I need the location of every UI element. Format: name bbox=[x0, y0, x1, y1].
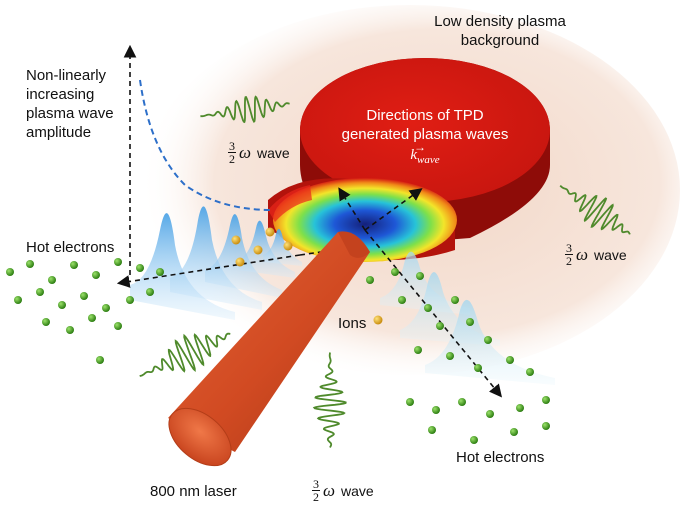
electron-particle bbox=[542, 396, 550, 404]
ion-particle bbox=[253, 245, 263, 255]
directions-line-2: generated plasma waves bbox=[341, 126, 509, 143]
ion-particle bbox=[373, 315, 383, 325]
electron-particle bbox=[416, 272, 424, 280]
electron-particle bbox=[366, 276, 374, 284]
electron-particle bbox=[526, 368, 534, 376]
wave-label-bottom-num: 3 bbox=[312, 477, 320, 491]
target-disk bbox=[268, 58, 550, 262]
electron-particle bbox=[414, 346, 422, 354]
electron-particle bbox=[391, 268, 399, 276]
electron-particle bbox=[80, 292, 88, 300]
electron-particle bbox=[70, 261, 78, 269]
wave-label-right-word: wave bbox=[594, 246, 627, 263]
wave-label-top-num: 3 bbox=[228, 139, 236, 153]
ion-particles bbox=[231, 227, 383, 325]
electron-particle bbox=[92, 271, 100, 279]
electron-particle bbox=[398, 296, 406, 304]
directions-line-1: Directions of TPD bbox=[366, 107, 484, 124]
wave-label-right-omega: ω bbox=[576, 244, 589, 264]
electron-particle bbox=[48, 276, 56, 284]
wave-label-right-num: 3 bbox=[565, 241, 573, 255]
amplitude-line-4: amplitude bbox=[26, 124, 92, 141]
electron-particle bbox=[114, 258, 122, 266]
plasma-background-label: Low density plasma background bbox=[420, 12, 580, 50]
wave-packet-left bbox=[139, 332, 231, 377]
laser-end-cap bbox=[168, 407, 232, 467]
wave-packet-top bbox=[200, 95, 290, 124]
electron-particle bbox=[446, 352, 454, 360]
electron-particle bbox=[96, 356, 104, 364]
ions-label: Ions bbox=[338, 315, 367, 332]
three-halves-omega-waves bbox=[139, 95, 631, 448]
electron-particle bbox=[466, 318, 474, 326]
electron-particle bbox=[436, 322, 444, 330]
electron-particle bbox=[156, 268, 164, 276]
k-wave-symbol: → kwave bbox=[410, 140, 440, 166]
electron-particle bbox=[406, 398, 414, 406]
electron-particle bbox=[506, 356, 514, 364]
wave-label-bottom-omega: ω bbox=[323, 480, 336, 500]
electron-particle bbox=[88, 314, 96, 322]
electron-particle bbox=[516, 404, 524, 412]
wave-label-right-den: 2 bbox=[566, 254, 572, 268]
hot-electrons-left-label: Hot electrons bbox=[26, 239, 115, 256]
electron-particle bbox=[66, 326, 74, 334]
electron-particle bbox=[451, 296, 459, 304]
laser-label: 800 nm laser bbox=[150, 483, 237, 500]
electron-particle bbox=[126, 296, 134, 304]
electron-particle bbox=[36, 288, 44, 296]
electron-particle bbox=[102, 304, 110, 312]
k-symbol: k bbox=[410, 147, 418, 163]
hot-electron-particles bbox=[6, 258, 550, 444]
ion-particle bbox=[283, 241, 293, 251]
electron-particle bbox=[146, 288, 154, 296]
wave-packet-bottom bbox=[312, 352, 347, 448]
electron-particle bbox=[6, 268, 14, 276]
wave-packet-right bbox=[559, 184, 631, 235]
plasma-background-line-2: background bbox=[460, 32, 540, 49]
electron-particle bbox=[458, 398, 466, 406]
electron-particle bbox=[58, 301, 66, 309]
directions-label: Directions of TPD generated plasma waves… bbox=[340, 106, 510, 170]
electron-particle bbox=[428, 426, 436, 434]
wave-label-top-omega: ω bbox=[239, 142, 252, 162]
ion-particle bbox=[265, 227, 275, 237]
k-subscript: wave bbox=[417, 154, 440, 166]
electron-particle bbox=[474, 364, 482, 372]
ion-particle bbox=[231, 235, 241, 245]
plasma-wave-packets-left bbox=[130, 206, 302, 320]
plasma-background-line-1: Low density plasma bbox=[434, 13, 566, 30]
wave-label-bottom-word: wave bbox=[341, 482, 374, 499]
wave-label-top-word: wave bbox=[257, 144, 290, 161]
electron-particle bbox=[42, 318, 50, 326]
amplitude-line-2: increasing bbox=[26, 86, 95, 103]
electron-particle bbox=[114, 322, 122, 330]
electron-particle bbox=[432, 406, 440, 414]
electron-particle bbox=[14, 296, 22, 304]
hot-electrons-bottom-label: Hot electrons bbox=[456, 449, 545, 466]
electron-particle bbox=[470, 436, 478, 444]
wave-label-bottom-den: 2 bbox=[313, 490, 319, 504]
ion-particle bbox=[235, 257, 245, 267]
wave-label-top-den: 2 bbox=[229, 152, 235, 166]
electron-particle bbox=[424, 304, 432, 312]
electron-particle bbox=[484, 336, 492, 344]
amplitude-label: Non-linearly increasing plasma wave ampl… bbox=[26, 66, 114, 142]
laser-beam bbox=[168, 231, 370, 467]
electron-particle bbox=[486, 410, 494, 418]
amplitude-line-1: Non-linearly bbox=[26, 67, 107, 84]
electron-particle bbox=[26, 260, 34, 268]
electron-particle bbox=[136, 264, 144, 272]
electron-particle bbox=[510, 428, 518, 436]
electron-particle bbox=[542, 422, 550, 430]
amplitude-line-3: plasma wave bbox=[26, 105, 114, 122]
